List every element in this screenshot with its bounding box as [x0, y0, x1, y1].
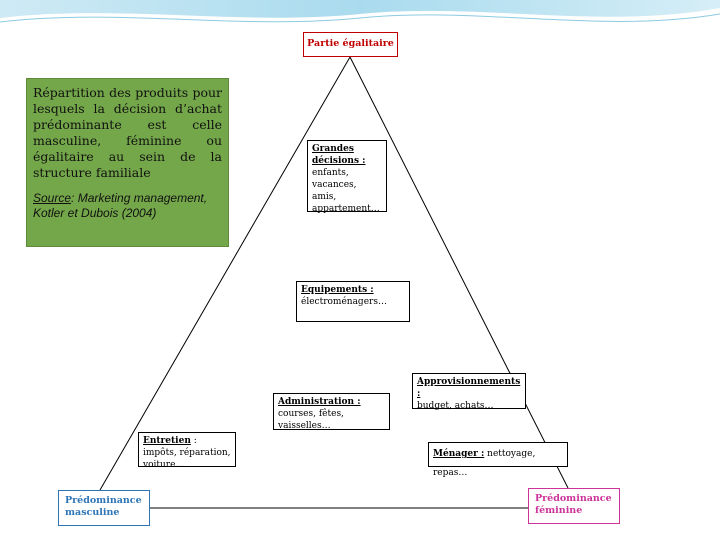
grandes-decisions-label: Grandes décisions :	[312, 144, 366, 166]
entretien-box: Entretien : impôts, réparation, voiture…	[138, 432, 236, 470]
approvisionnements-label: Approvisionnements :	[417, 377, 521, 399]
menager-text: nettoyage, repas…	[433, 449, 536, 478]
predominance-masculine-box: Prédominance masculine	[58, 490, 150, 526]
equipements-box: Equipements : électroménagers…	[296, 281, 410, 322]
grandes-decisions-box: Grandes décisions : enfants, vacances, a…	[307, 140, 387, 214]
administration-box: Administration : courses, fêtes, vaissel…	[273, 393, 390, 431]
equipements-label: Equipements :	[301, 285, 374, 295]
source-label: Source	[33, 191, 72, 205]
source-citation: Source: Marketing management, Kotler et …	[33, 191, 222, 221]
administration-text: courses, fêtes, vaisselles…	[278, 409, 344, 431]
menager-box: Ménager : nettoyage, repas…	[428, 442, 568, 478]
grandes-decisions-text: enfants, vacances, amis, appartement…	[312, 168, 380, 214]
title-box: Partie égalitaire	[303, 32, 398, 57]
equipements-text: électroménagers…	[301, 297, 387, 307]
approvisionnements-text: budget, achats…	[417, 401, 494, 411]
header-wave-decoration	[0, 0, 720, 23]
source-text: : Marketing management, Kotler et Dubois…	[33, 191, 208, 220]
menager-label: Ménager :	[433, 449, 485, 459]
entretien-label: Entretien	[143, 436, 191, 446]
info-box: Répartition des produits pour lesquels l…	[26, 78, 229, 247]
approvisionnements-box: Approvisionnements : budget, achats…	[412, 373, 526, 411]
administration-label: Administration :	[278, 397, 361, 407]
entretien-text: : impôts, réparation, voiture…	[143, 436, 231, 470]
predominance-feminine-box: Prédominance féminine	[528, 488, 620, 524]
info-text: Répartition des produits pour lesquels l…	[33, 85, 222, 180]
